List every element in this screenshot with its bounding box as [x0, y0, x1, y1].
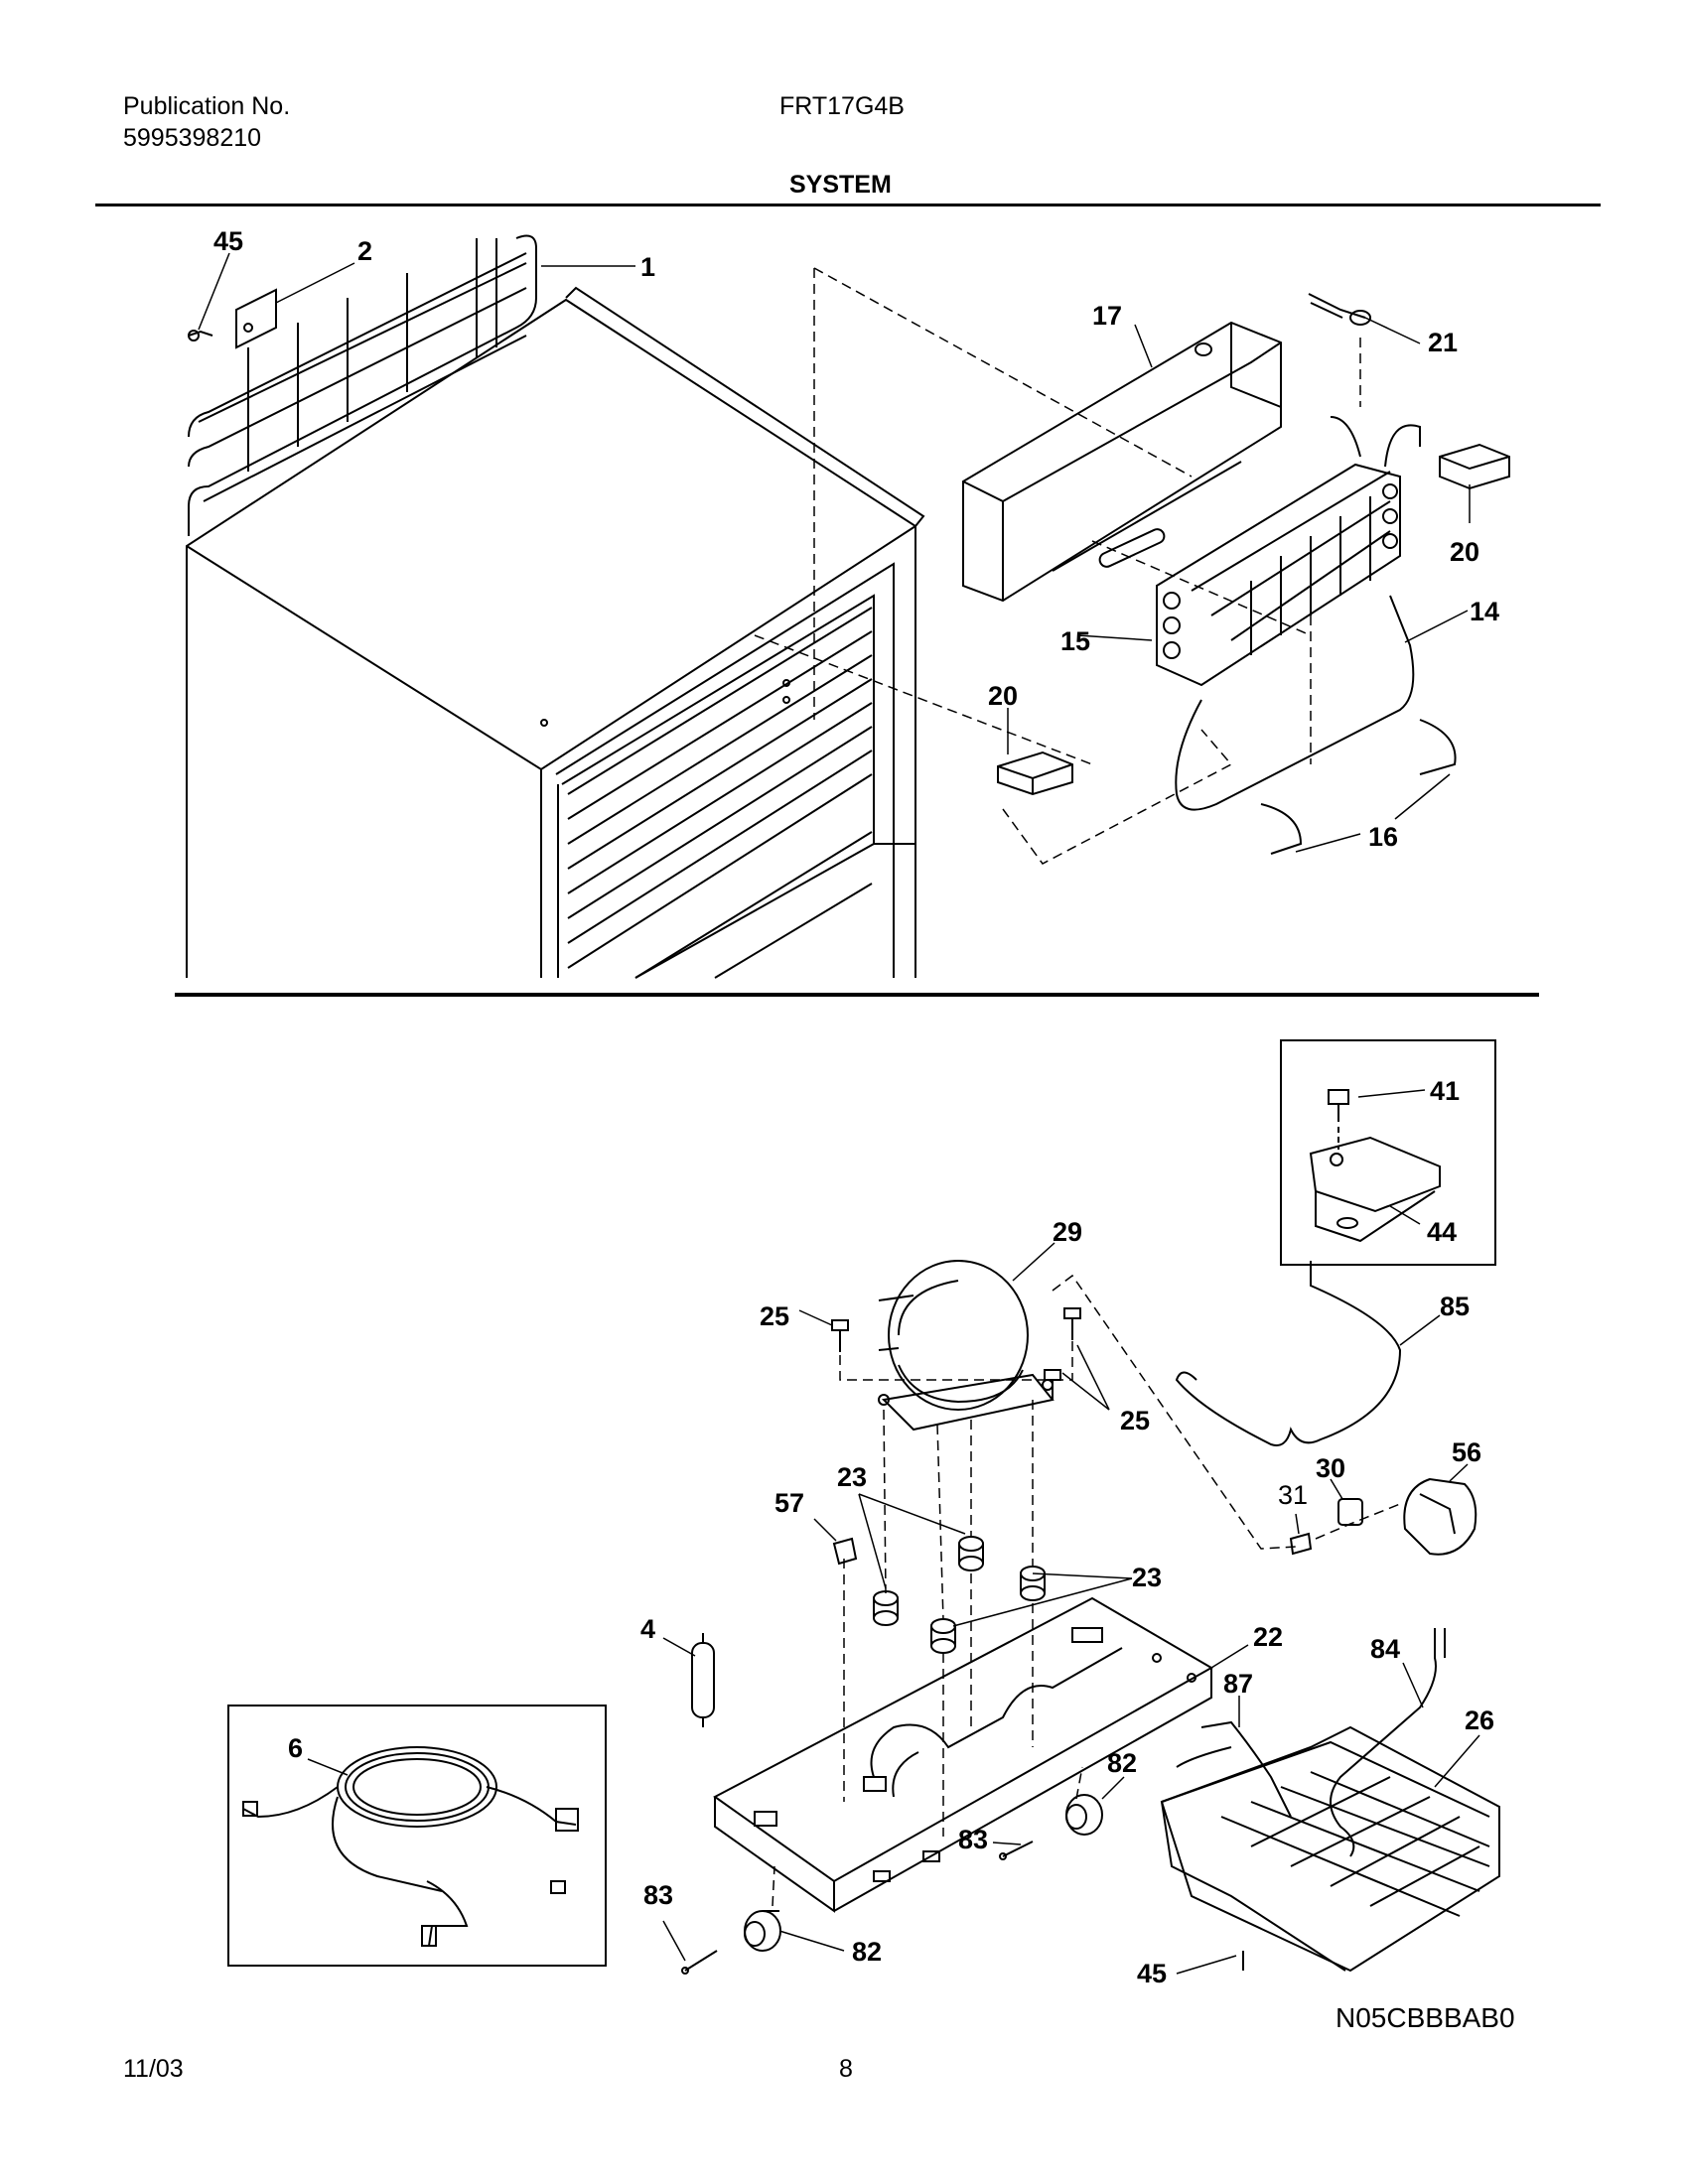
callout-44: 44 [1427, 1217, 1457, 1247]
evaporator-cover [962, 321, 1282, 603]
callout-82: 82 [852, 1937, 882, 1967]
callout-84: 84 [1370, 1634, 1400, 1664]
condenser-bracket [188, 288, 277, 349]
callout-labels: 45 2 1 17 21 20 14 15 20 16 41 44 29 85 … [213, 226, 1515, 2033]
diagram-code: N05CBBBAB0 [1336, 2002, 1515, 2033]
header-rule [95, 204, 1601, 206]
callout-26: 26 [1465, 1706, 1494, 1735]
callout-21: 21 [1428, 328, 1458, 357]
bolt [831, 1307, 1081, 1400]
section-title: SYSTEM [789, 171, 892, 199]
callout-4: 4 [640, 1614, 655, 1644]
callout-29: 29 [1053, 1217, 1082, 1247]
callout-20: 20 [1450, 537, 1479, 567]
page-number: 8 [839, 2055, 853, 2083]
clip [832, 1537, 858, 1566]
publication-label: Publication No. [123, 92, 291, 120]
footer-date: 11/03 [123, 2055, 184, 2083]
callout-45: 45 [213, 226, 243, 256]
callout-85: 85 [1440, 1292, 1470, 1321]
callout-16: 16 [1368, 822, 1398, 852]
callout-83: 83 [958, 1825, 988, 1854]
alignment-lines-upper [754, 267, 1361, 865]
callout-20: 20 [988, 681, 1018, 711]
evaporator [1156, 416, 1421, 687]
callout-15: 15 [1060, 626, 1090, 656]
callout-25: 25 [1120, 1406, 1150, 1435]
drier [691, 1633, 715, 1727]
foam-pad [997, 443, 1510, 796]
callout-2: 2 [357, 236, 372, 266]
drain-pan [1160, 1628, 1500, 1973]
leader-lines [198, 252, 1480, 1975]
compressor [878, 1260, 1055, 1432]
callout-25: 25 [760, 1301, 789, 1331]
alignment-lines-lower [772, 1274, 1401, 1907]
callout-56: 56 [1452, 1437, 1481, 1467]
callout-30: 30 [1316, 1453, 1345, 1483]
defrost-heater [1175, 595, 1457, 855]
callout-45: 45 [1137, 1959, 1167, 1988]
condenser-coil [188, 234, 537, 536]
model-number: FRT17G4B [779, 92, 905, 120]
callout-22: 22 [1253, 1622, 1283, 1652]
thermostat [1308, 293, 1371, 326]
publication-number: 5995398210 [123, 124, 262, 152]
callout-41: 41 [1430, 1076, 1460, 1106]
callout-31: 31 [1278, 1480, 1308, 1510]
callout-23: 23 [837, 1462, 867, 1492]
callout-17: 17 [1092, 301, 1122, 331]
refrigerator-cabinet [186, 286, 925, 979]
callout-82: 82 [1107, 1748, 1137, 1778]
inset-bracket-box [1280, 1039, 1496, 1266]
suction-tube [1175, 1261, 1402, 1446]
grommet [873, 1536, 1046, 1654]
leveling-leg [681, 1794, 1103, 1975]
callout-23: 23 [1132, 1563, 1162, 1592]
callout-6: 6 [288, 1733, 303, 1763]
callout-14: 14 [1470, 597, 1499, 626]
callout-83: 83 [643, 1880, 673, 1910]
callout-87: 87 [1223, 1669, 1253, 1699]
section-divider [175, 993, 1539, 997]
inset-wiring-harness-box [227, 1705, 607, 1967]
callout-1: 1 [640, 252, 655, 282]
relay-overload [1289, 1477, 1477, 1556]
callout-57: 57 [774, 1488, 804, 1518]
